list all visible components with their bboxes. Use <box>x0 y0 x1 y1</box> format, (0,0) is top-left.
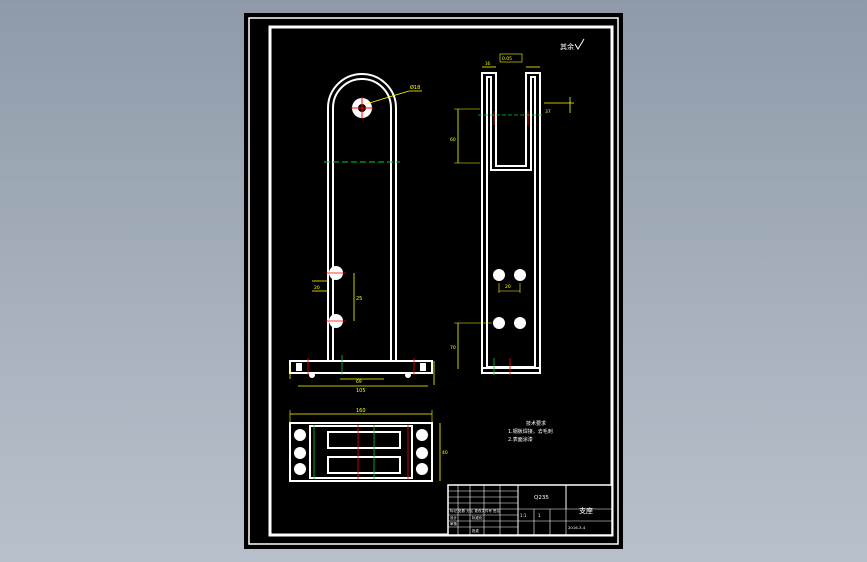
plan-window-bottom <box>327 456 401 474</box>
tb-approve: 批准 <box>472 528 480 533</box>
plan-hole-tl <box>294 429 306 441</box>
hole-offset-label: 20 <box>314 285 320 291</box>
plan-hole-br <box>416 463 428 475</box>
plan-view: 160 40 <box>289 408 448 482</box>
tech-requirements: 技术要求 1.钢板焊接，去毛刺 2.表面涂漆 <box>508 420 553 443</box>
tb-material: Q235 <box>534 495 549 501</box>
plan-hole-bl <box>294 463 306 475</box>
drawing-sheet: Ø18 25 20 105 69 <box>244 13 623 549</box>
side-hole-4 <box>514 317 526 329</box>
base-outer-label: 105 <box>356 388 366 394</box>
outer-border <box>248 17 619 545</box>
side-hole-2 <box>514 269 526 281</box>
plan-hole-mr <box>416 447 428 459</box>
cad-drawing: Ø18 25 20 105 69 <box>248 17 619 545</box>
roughness-symbol-icon <box>574 38 585 50</box>
base-h-label: 70 <box>450 345 456 351</box>
plan-inner-frame <box>309 425 413 479</box>
tb-standard: 标准化 <box>472 515 483 520</box>
side-outer-contour <box>481 72 541 374</box>
base-weld-left <box>296 363 302 371</box>
tolerance-frame <box>499 53 523 63</box>
plan-height-label: 40 <box>442 450 448 456</box>
front-view: Ø18 25 20 105 69 <box>289 73 435 394</box>
title-block-frame <box>447 484 613 536</box>
base-weld-right <box>420 363 426 371</box>
slot-depth-label: 60 <box>450 137 456 143</box>
side-view: 0.05 16 37 60 20 70 <box>450 53 574 375</box>
tb-design: 设计 <box>450 515 458 520</box>
tolerance-label: 0.05 <box>502 56 512 62</box>
tb-drawing-no: 2016-3-4 <box>568 525 586 530</box>
plan-outline <box>289 422 433 482</box>
tb-part-name: 支座 <box>579 506 593 515</box>
side-hole-3 <box>493 317 505 329</box>
tech-req-2: 2.表面涂漆 <box>508 436 533 443</box>
tech-req-title: 技术要求 <box>526 420 546 427</box>
base-foot-hole-left <box>309 372 315 378</box>
plan-hole-ml <box>294 447 306 459</box>
tech-req-1: 1.钢板焊接，去毛刺 <box>508 428 553 435</box>
inner-border <box>268 25 614 537</box>
dia-label: Ø18 <box>410 84 420 91</box>
title-block: Q235 支座 1:1 1 2016-3-4 标记 处数 分区 更改文件号 签名… <box>447 484 613 536</box>
front-outer-contour <box>327 73 397 363</box>
slot-width-label: 16 <box>485 61 491 66</box>
tb-check: 审核 <box>450 521 458 526</box>
plan-window-top <box>327 431 401 449</box>
tb-sheet: 1 <box>538 513 541 518</box>
side-hole-label: 20 <box>505 284 511 290</box>
front-inner-contour <box>332 78 392 363</box>
front-base-plate <box>289 360 433 374</box>
plan-width-label: 160 <box>356 408 366 414</box>
gap-label: 37 <box>545 109 551 115</box>
base-inner-label: 69 <box>356 379 362 385</box>
side-hole-1 <box>493 269 505 281</box>
surface-note: 其余 <box>560 42 574 51</box>
plan-hole-tr <box>416 429 428 441</box>
hole-pitch-label: 25 <box>356 296 362 302</box>
tb-scale: 1:1 <box>520 513 527 518</box>
tb-row-label: 标记 处数 分区 更改文件号 签名 <box>450 508 500 513</box>
base-foot-hole-right <box>405 372 411 378</box>
dia-leader <box>365 90 410 105</box>
